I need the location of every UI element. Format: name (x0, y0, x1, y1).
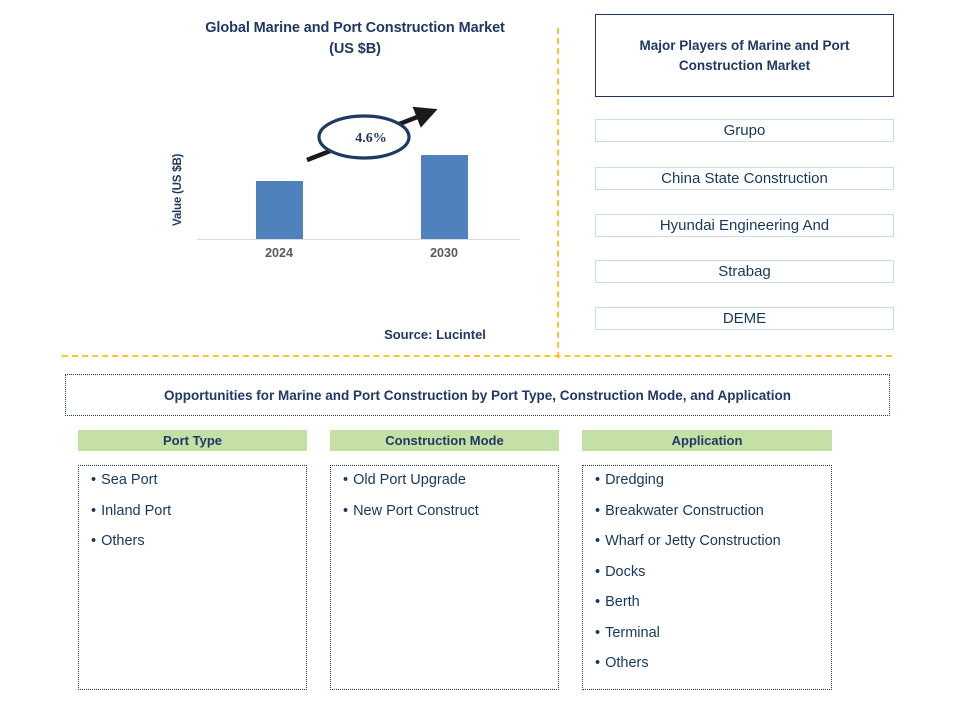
list-item-label: Others (605, 655, 649, 671)
list-item: •Berth (593, 595, 821, 610)
bullet-icon: • (595, 655, 601, 671)
bar-2030 (421, 155, 468, 239)
list-item: •Docks (593, 563, 821, 580)
list-item: •Inland Port (89, 502, 296, 519)
list-item-label: Terminal (605, 624, 660, 641)
horizontal-divider (62, 355, 892, 357)
player-item-4[interactable]: Strabag (595, 260, 894, 283)
player-label: Grupo (723, 122, 766, 139)
chart-title-line-2: (US $B) (329, 41, 381, 58)
major-players-header-line-1: Major Players of Marine and Port (639, 37, 850, 53)
x-axis-line (197, 239, 520, 240)
bullet-icon: • (595, 563, 601, 580)
player-item-2[interactable]: China State Construction (595, 167, 894, 190)
bullet-icon: • (343, 472, 349, 488)
player-label: Strabag (718, 263, 771, 280)
construction-mode-list: •Old Port Upgrade •New Port Construct (341, 473, 548, 518)
opportunities-banner: Opportunities for Marine and Port Constr… (65, 374, 890, 416)
chart-title: Global Marine and Port Construction Mark… (150, 18, 560, 60)
bullet-icon: • (595, 502, 601, 519)
list-item: •New Port Construct (341, 502, 548, 519)
bullet-icon: • (91, 502, 97, 519)
list-item: •Breakwater Construction (593, 502, 821, 519)
list-item: •Dredging (593, 473, 821, 488)
bullet-icon: • (343, 502, 349, 519)
bullet-icon: • (91, 472, 97, 488)
list-item-label: Others (101, 533, 145, 549)
cagr-callout: 4.6% (293, 103, 443, 175)
list-item-label: Dredging (605, 472, 664, 488)
list-item: •Terminal (593, 624, 821, 641)
bullet-icon: • (595, 533, 601, 549)
bullet-icon: • (595, 624, 601, 641)
list-item: •Others (593, 656, 821, 671)
column-body-construction-mode: •Old Port Upgrade •New Port Construct (330, 465, 559, 690)
list-item: •Wharf or Jetty Construction (593, 534, 821, 549)
list-item-label: Berth (605, 594, 640, 610)
column-header-application: Application (582, 430, 832, 451)
player-item-3[interactable]: Hyundai Engineering And (595, 214, 894, 237)
chart-title-line-1: Global Marine and Port Construction Mark… (205, 20, 505, 36)
vertical-divider (557, 28, 559, 358)
major-players-header-line-2: Construction Market (678, 57, 811, 73)
major-players-header: Major Players of Marine and Port Constru… (595, 14, 894, 97)
cagr-callout-graphic (306, 106, 438, 163)
bullet-icon: • (595, 594, 601, 610)
list-item-label: New Port Construct (353, 502, 479, 519)
list-item: •Sea Port (89, 473, 296, 488)
list-item-label: Sea Port (101, 472, 158, 488)
list-item-label: Wharf or Jetty Construction (605, 533, 781, 549)
column-header-port-type: Port Type (78, 430, 307, 451)
bar-chart: 2024 2030 4.6% (170, 100, 550, 280)
bar-2024 (256, 181, 303, 239)
player-item-5[interactable]: DEME (595, 307, 894, 330)
player-label: DEME (722, 310, 767, 327)
player-item-1[interactable]: Grupo (595, 119, 894, 142)
x-tick-label-2030: 2030 (430, 246, 458, 260)
list-item-label: Inland Port (101, 502, 172, 519)
column-body-application: •Dredging •Breakwater Construction •Whar… (582, 465, 832, 690)
column-header-construction-mode: Construction Mode (330, 430, 559, 451)
player-label: Hyundai Engineering And (659, 217, 830, 234)
list-item-label: Docks (605, 563, 646, 580)
bullet-icon: • (91, 533, 97, 549)
port-type-list: •Sea Port •Inland Port •Others (89, 473, 296, 549)
list-item-label: Old Port Upgrade (353, 472, 466, 488)
x-tick-label-2024: 2024 (265, 246, 293, 260)
list-item-label: Breakwater Construction (605, 502, 764, 519)
player-label: China State Construction (661, 170, 828, 187)
application-list: •Dredging •Breakwater Construction •Whar… (593, 473, 821, 671)
list-item: •Old Port Upgrade (341, 473, 548, 488)
column-body-port-type: •Sea Port •Inland Port •Others (78, 465, 307, 690)
list-item: •Others (89, 534, 296, 549)
bullet-icon: • (595, 472, 601, 488)
source-note: Source: Lucintel (384, 327, 486, 342)
